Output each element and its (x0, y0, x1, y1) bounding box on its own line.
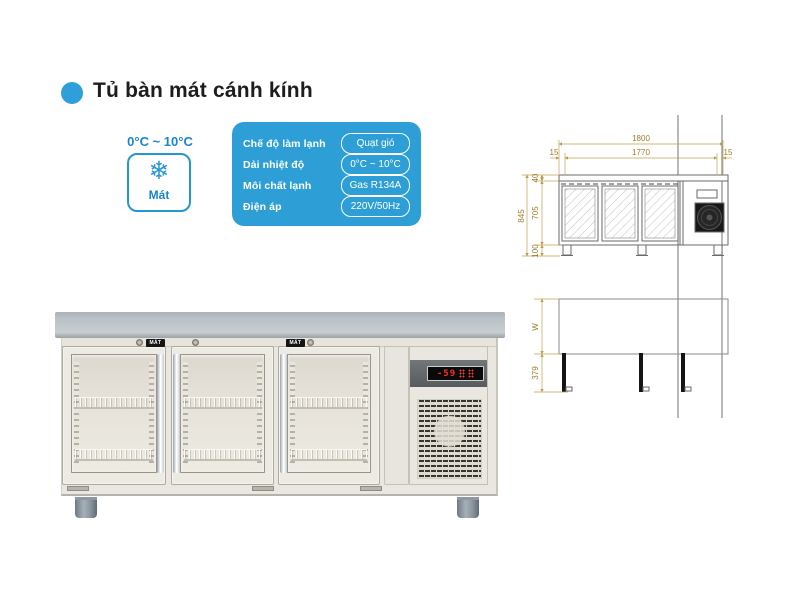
door-hinge (252, 486, 274, 491)
front-elevation (558, 174, 729, 256)
temperature-display: -59 (427, 366, 484, 381)
spec-value-pill: 220V/50Hz (341, 196, 410, 217)
dim-door-height: 705 (531, 206, 540, 220)
display-value: -59 (436, 368, 457, 379)
dim-side-right: 15 (724, 148, 733, 157)
shelf-rack (149, 362, 154, 463)
product-photo: MÁT MÁT -59 (55, 312, 505, 520)
spec-row-cooling-mode: Chế độ làm lạnh Quạt gió (243, 133, 410, 154)
technical-drawing: 1800 1770 15 15 845 40 705 100 W 379 (517, 115, 733, 418)
wire-shelf (75, 448, 153, 461)
shelf-rack (363, 362, 368, 463)
plan-view (558, 298, 729, 392)
side-panel (384, 346, 409, 485)
dim-depth: W (531, 323, 540, 331)
cool-mode-label: Mát (148, 188, 170, 202)
door-lock-icon (136, 339, 143, 346)
spec-panel: Chế độ làm lạnh Quạt gió Dải nhiệt độ 0°… (232, 122, 421, 226)
spec-value-pill: Quạt gió (341, 133, 410, 154)
door-lock-icon (307, 339, 314, 346)
door-handle (280, 354, 287, 473)
dim-leg-height: 100 (531, 244, 540, 258)
door-glass (180, 354, 265, 473)
door-sticker: MÁT (286, 339, 305, 347)
ventilation-grille (417, 399, 482, 479)
wire-shelf (291, 397, 367, 410)
spec-label: Dải nhiệt độ (243, 158, 305, 171)
spec-label: Môi chất lạnh (243, 179, 312, 192)
wire-shelf (184, 448, 261, 461)
door-sticker: MÁT (146, 339, 165, 347)
wire-shelf (75, 397, 153, 410)
shelf-rack (290, 362, 295, 463)
spec-row-voltage: Điện áp 220V/50Hz (243, 196, 410, 217)
glass-door-3 (278, 346, 380, 485)
dimension-labels: 1800 1770 15 15 845 40 705 100 W 379 (517, 134, 733, 380)
door-glass (71, 354, 157, 473)
cabinet-body: MÁT MÁT -59 (61, 338, 498, 496)
display-buttons-icon (468, 369, 475, 378)
cabinet-leg (457, 497, 479, 518)
projection-lines (677, 115, 723, 418)
dim-overall-height: 845 (517, 209, 526, 223)
spec-value-pill: 0°C ~ 10°C (341, 154, 410, 175)
dim-side-left: 15 (550, 148, 559, 157)
countertop (55, 312, 505, 338)
bullet-icon (61, 82, 83, 104)
shelf-rack (183, 362, 188, 463)
cool-mode-badge: ❄ Mát (127, 153, 191, 212)
dim-top-thickness: 40 (531, 173, 540, 182)
spec-value-pill: Gas R134A (341, 175, 410, 196)
spec-label: Chế độ làm lạnh (243, 137, 326, 150)
door-lock-icon (192, 339, 199, 346)
spec-row-temp-range: Dải nhiệt độ 0°C ~ 10°C (243, 154, 410, 175)
glass-door-1 (62, 346, 166, 485)
cabinet-leg (75, 497, 97, 518)
glass-door-2 (171, 346, 274, 485)
dim-door-swing: 379 (531, 366, 540, 380)
door-handle (157, 354, 164, 473)
shelf-rack (74, 362, 79, 463)
spec-row-refrigerant: Môi chất lạnh Gas R134A (243, 175, 410, 196)
machine-compartment: -59 (409, 346, 488, 485)
shelf-rack (257, 362, 262, 463)
wire-shelf (184, 397, 261, 410)
dim-inner-width: 1770 (632, 148, 650, 157)
display-buttons-icon (459, 369, 466, 378)
dimension-lines (522, 140, 732, 393)
door-glass (287, 354, 371, 473)
spec-label: Điện áp (243, 200, 282, 213)
door-hinge (360, 486, 382, 491)
snowflake-icon: ❄ (148, 157, 170, 185)
control-band: -59 (410, 360, 487, 387)
door-handle (173, 354, 180, 473)
door-hinge (67, 486, 89, 491)
temp-range-label: 0°C ~ 10°C (127, 134, 193, 149)
wire-shelf (291, 448, 367, 461)
dim-overall-width: 1800 (632, 134, 650, 143)
page-title: Tủ bàn mát cánh kính (93, 79, 313, 102)
